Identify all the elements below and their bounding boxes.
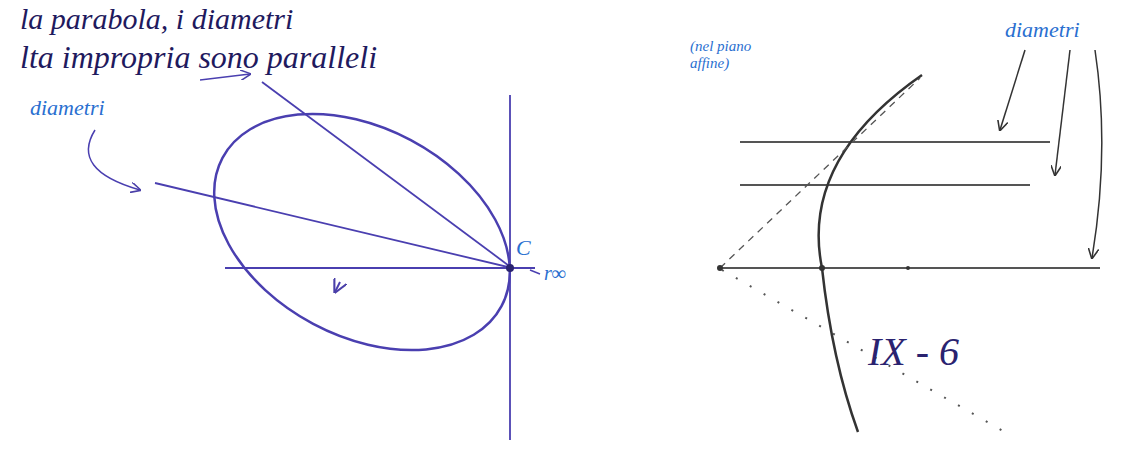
diameter (740, 141, 1050, 143)
diameter (262, 82, 512, 268)
line-label: r∞ (544, 262, 566, 284)
point (906, 266, 910, 270)
note-aside: (nel piano affine) (690, 38, 770, 71)
callout-label: diametri (30, 96, 105, 120)
note-text: lta impropria sono paralleli (20, 40, 377, 75)
point (717, 265, 723, 271)
diameter (740, 184, 1030, 186)
diameter (155, 183, 512, 268)
leader-line (530, 270, 540, 274)
orientation-arrow (335, 282, 340, 292)
dotted-line (722, 270, 1010, 435)
callout-label: diametri (1005, 18, 1080, 42)
leader-arrow (88, 130, 140, 190)
note-text: la parabola, i diametri (20, 2, 293, 35)
diameter (225, 267, 535, 269)
point-label: C (516, 236, 531, 260)
leader-arrow (1055, 50, 1070, 175)
leader-arrow (1000, 50, 1025, 130)
point (506, 264, 514, 272)
leader-arrow (1092, 50, 1102, 258)
parabola (819, 75, 922, 432)
page-number: IX - 6 (868, 330, 959, 374)
dashed-line (720, 78, 920, 268)
point (819, 265, 825, 271)
